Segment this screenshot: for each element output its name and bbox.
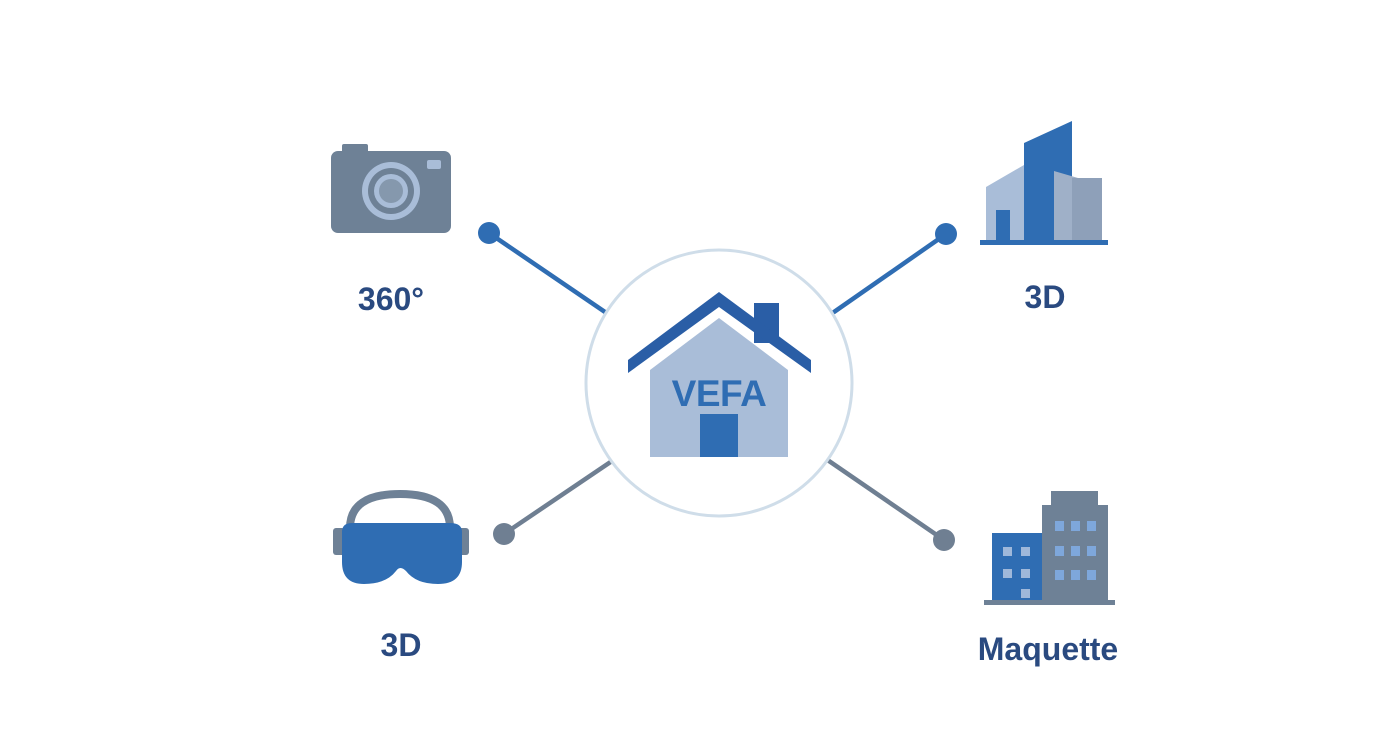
node-label-top-right: 3D	[1025, 279, 1066, 315]
camera-icon	[331, 144, 451, 233]
buildings-icon	[980, 121, 1108, 245]
node-label-bottom-right: Maquette	[978, 631, 1118, 667]
connector-bottom-right	[826, 458, 955, 551]
node-bottom-left: 3D	[333, 489, 469, 663]
node-label-top-left: 360°	[358, 281, 424, 317]
node-bottom-right: Maquette	[978, 491, 1118, 667]
connector-dot-top-left	[478, 222, 500, 244]
connector-top-left	[478, 222, 608, 315]
center-label: VEFA	[672, 373, 767, 414]
connector-bottom-left	[493, 458, 615, 545]
node-top-left: 360°	[331, 144, 451, 317]
center-hub: VEFA	[584, 248, 854, 518]
connector-dot-top-right	[935, 223, 957, 245]
connector-dot-bottom-left	[493, 523, 515, 545]
connector-top-right	[831, 223, 957, 315]
house-icon	[628, 292, 811, 457]
connector-dot-bottom-right	[933, 529, 955, 551]
vr-headset-icon	[333, 489, 469, 584]
node-top-right: 3D	[980, 121, 1108, 315]
node-label-bottom-left: 3D	[381, 627, 422, 663]
office-building-icon	[984, 491, 1115, 605]
